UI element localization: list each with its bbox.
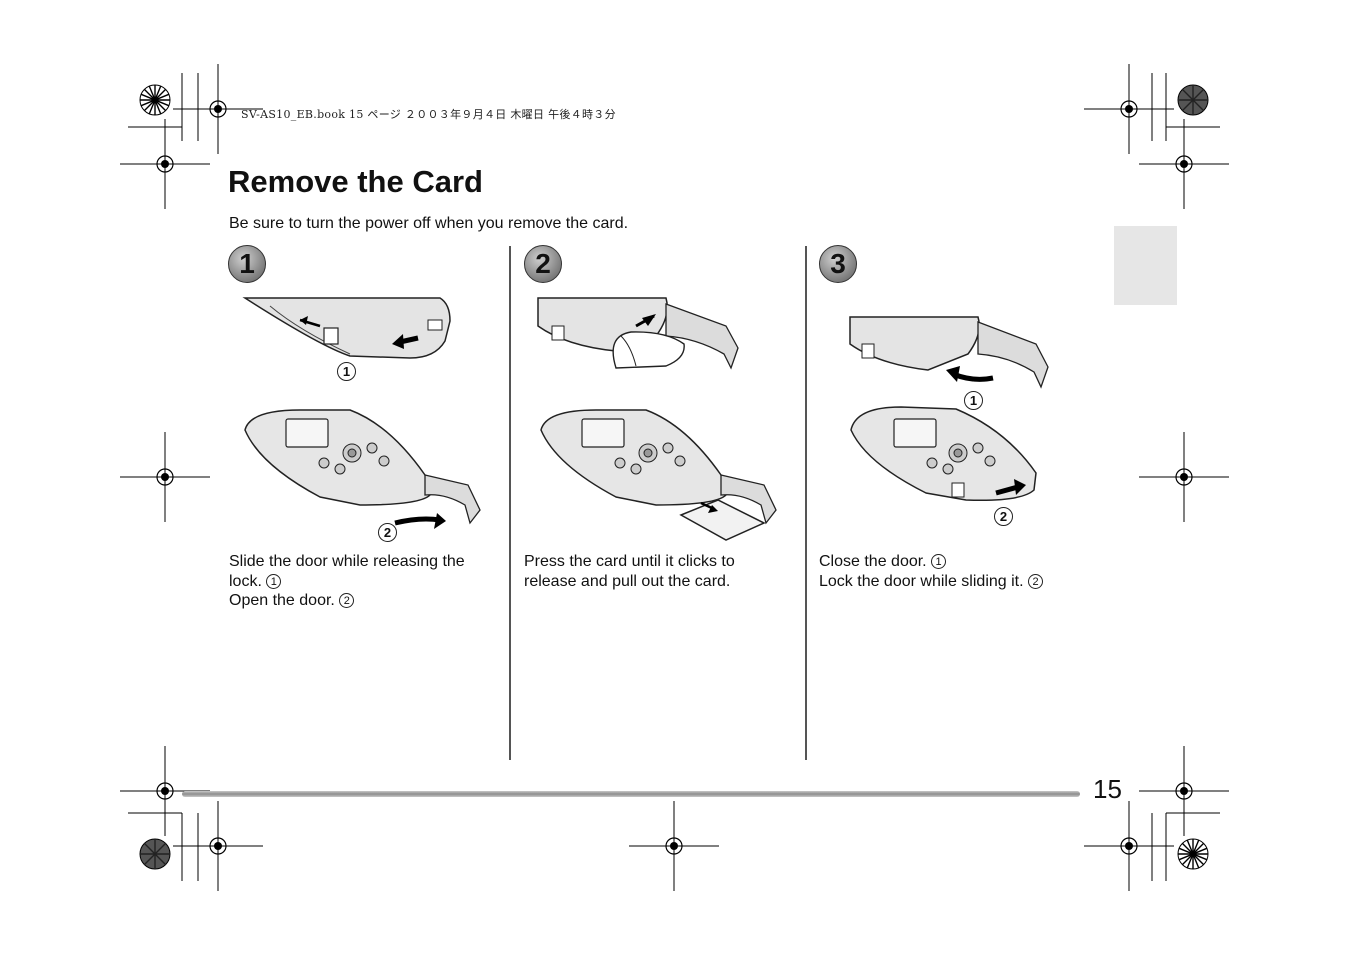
- callout-number: 2: [378, 523, 397, 542]
- caption-text: lock.: [229, 572, 267, 590]
- caption-line: Press the card until it clicks to: [524, 552, 794, 572]
- step-number: 3: [830, 248, 846, 279]
- caption-text: Slide the door while releasing the: [229, 553, 465, 570]
- card-press-illustration: [537, 297, 739, 370]
- circled-number: 1: [266, 573, 282, 589]
- column-divider: [509, 246, 511, 760]
- step-number-badge: 1: [228, 245, 266, 283]
- caption-text: Lock the door while sliding it.: [819, 572, 1028, 590]
- callout-number: 1: [337, 362, 356, 381]
- caption-line: Slide the door while releasing the: [229, 552, 499, 572]
- card-pulled-out-illustration: [540, 409, 777, 541]
- step-caption: Close the door. 1 Lock the door while sl…: [819, 552, 1089, 591]
- callout-number: 2: [994, 507, 1013, 526]
- caption-text: Close the door.: [819, 553, 932, 570]
- caption-line: lock. 1: [229, 572, 499, 592]
- step-number: 2: [535, 248, 551, 279]
- page-title: Remove the Card: [228, 164, 483, 199]
- circled-number: 2: [339, 593, 355, 608]
- footer-rule: [182, 791, 1080, 797]
- section-side-tab: [1114, 226, 1177, 305]
- intro-text: Be sure to turn the power off when you r…: [229, 215, 629, 232]
- caption-line: Lock the door while sliding it. 2: [819, 572, 1089, 592]
- caption-text: Press the card until it clicks to: [524, 553, 735, 570]
- caption-line: release and pull out the card.: [524, 572, 794, 592]
- step-caption: Slide the door while releasing the lock.…: [229, 552, 499, 611]
- device-lock-illustration: [242, 297, 451, 359]
- column-divider: [805, 246, 807, 760]
- step-number: 1: [239, 248, 255, 279]
- caption-line: Close the door. 1: [819, 552, 1089, 572]
- callout-number: 1: [964, 391, 983, 410]
- device-open-door-illustration: [244, 409, 481, 529]
- device-closed-lock-illustration: [850, 406, 1037, 502]
- circled-number: 1: [931, 554, 947, 569]
- caption-line: Open the door. 2: [229, 591, 499, 611]
- step-caption: Press the card until it clicks to releas…: [524, 552, 794, 591]
- step-number-badge: 3: [819, 245, 857, 283]
- caption-text: release and pull out the card.: [524, 572, 731, 590]
- step-number-badge: 2: [524, 245, 562, 283]
- door-close-illustration: [849, 316, 1049, 389]
- caption-text: Open the door.: [229, 592, 340, 609]
- circled-number: 2: [1028, 573, 1043, 589]
- page-number: 15: [1093, 774, 1122, 804]
- print-file-header: SV-AS10_EB.book 15 ページ ２００３年９月４日 木曜日 午後４…: [241, 108, 616, 121]
